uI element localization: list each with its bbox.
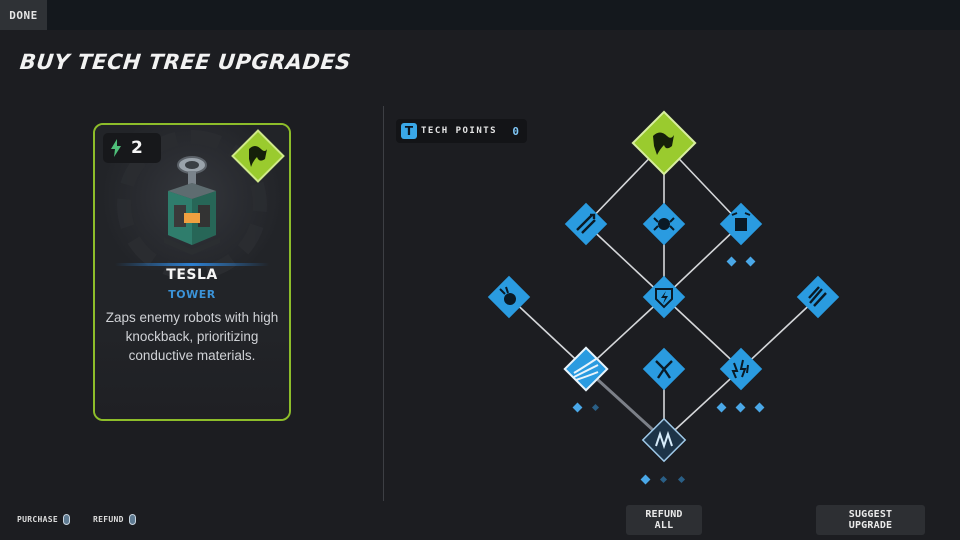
tesla-class-icon <box>231 129 285 183</box>
tesla-root-icon[interactable] <box>631 110 697 176</box>
purchase-hint-label: PURCHASE <box>17 515 58 524</box>
refund-all-button[interactable]: REFUND ALL <box>626 505 702 535</box>
tech-points-label: TECH POINTS <box>421 126 498 136</box>
chain-bolt-icon[interactable] <box>642 347 686 391</box>
refund-hint-label: REFUND <box>93 515 124 524</box>
tech-points-icon: T <box>401 123 417 139</box>
tower-card: 2 TESLA TOWER Zaps enemy robots with hig… <box>93 123 291 421</box>
panel-divider <box>383 106 384 501</box>
cost-badge: 2 <box>103 133 161 163</box>
robot-burst-icon[interactable] <box>642 202 686 246</box>
card-footer-bg <box>95 329 289 419</box>
upgrade-pips-t3-right <box>716 402 765 413</box>
tower-type: TOWER <box>168 288 216 301</box>
suggest-upgrade-button[interactable]: SUGGEST UPGRADE <box>816 505 925 535</box>
coil-icon[interactable] <box>641 417 687 463</box>
card-divider <box>115 263 269 266</box>
done-button[interactable]: DONE <box>0 0 47 30</box>
lightning-bolt-icon <box>111 139 121 157</box>
refund-hint: REFUND <box>93 514 136 525</box>
purchase-hint: PURCHASE <box>17 514 70 525</box>
cost-value: 2 <box>131 138 143 158</box>
tree-connection-active <box>584 367 666 442</box>
upgrade-pips-bottom <box>640 474 686 485</box>
right-mouse-icon <box>128 514 136 525</box>
tower-name: TESLA <box>166 267 218 283</box>
tech-points-value: 0 <box>512 124 519 138</box>
tech-points-display: T TECH POINTS 0 <box>396 119 527 143</box>
top-bar: DONE <box>0 0 960 30</box>
upgrade-pips-t1-right <box>726 256 756 267</box>
upgrade-pips-t3-left <box>572 402 600 413</box>
tesla-tower-image <box>164 156 220 255</box>
left-mouse-icon <box>62 514 70 525</box>
tower-description: Zaps enemy robots with high knockback, p… <box>105 310 279 363</box>
shockwave-icon[interactable] <box>563 346 609 392</box>
